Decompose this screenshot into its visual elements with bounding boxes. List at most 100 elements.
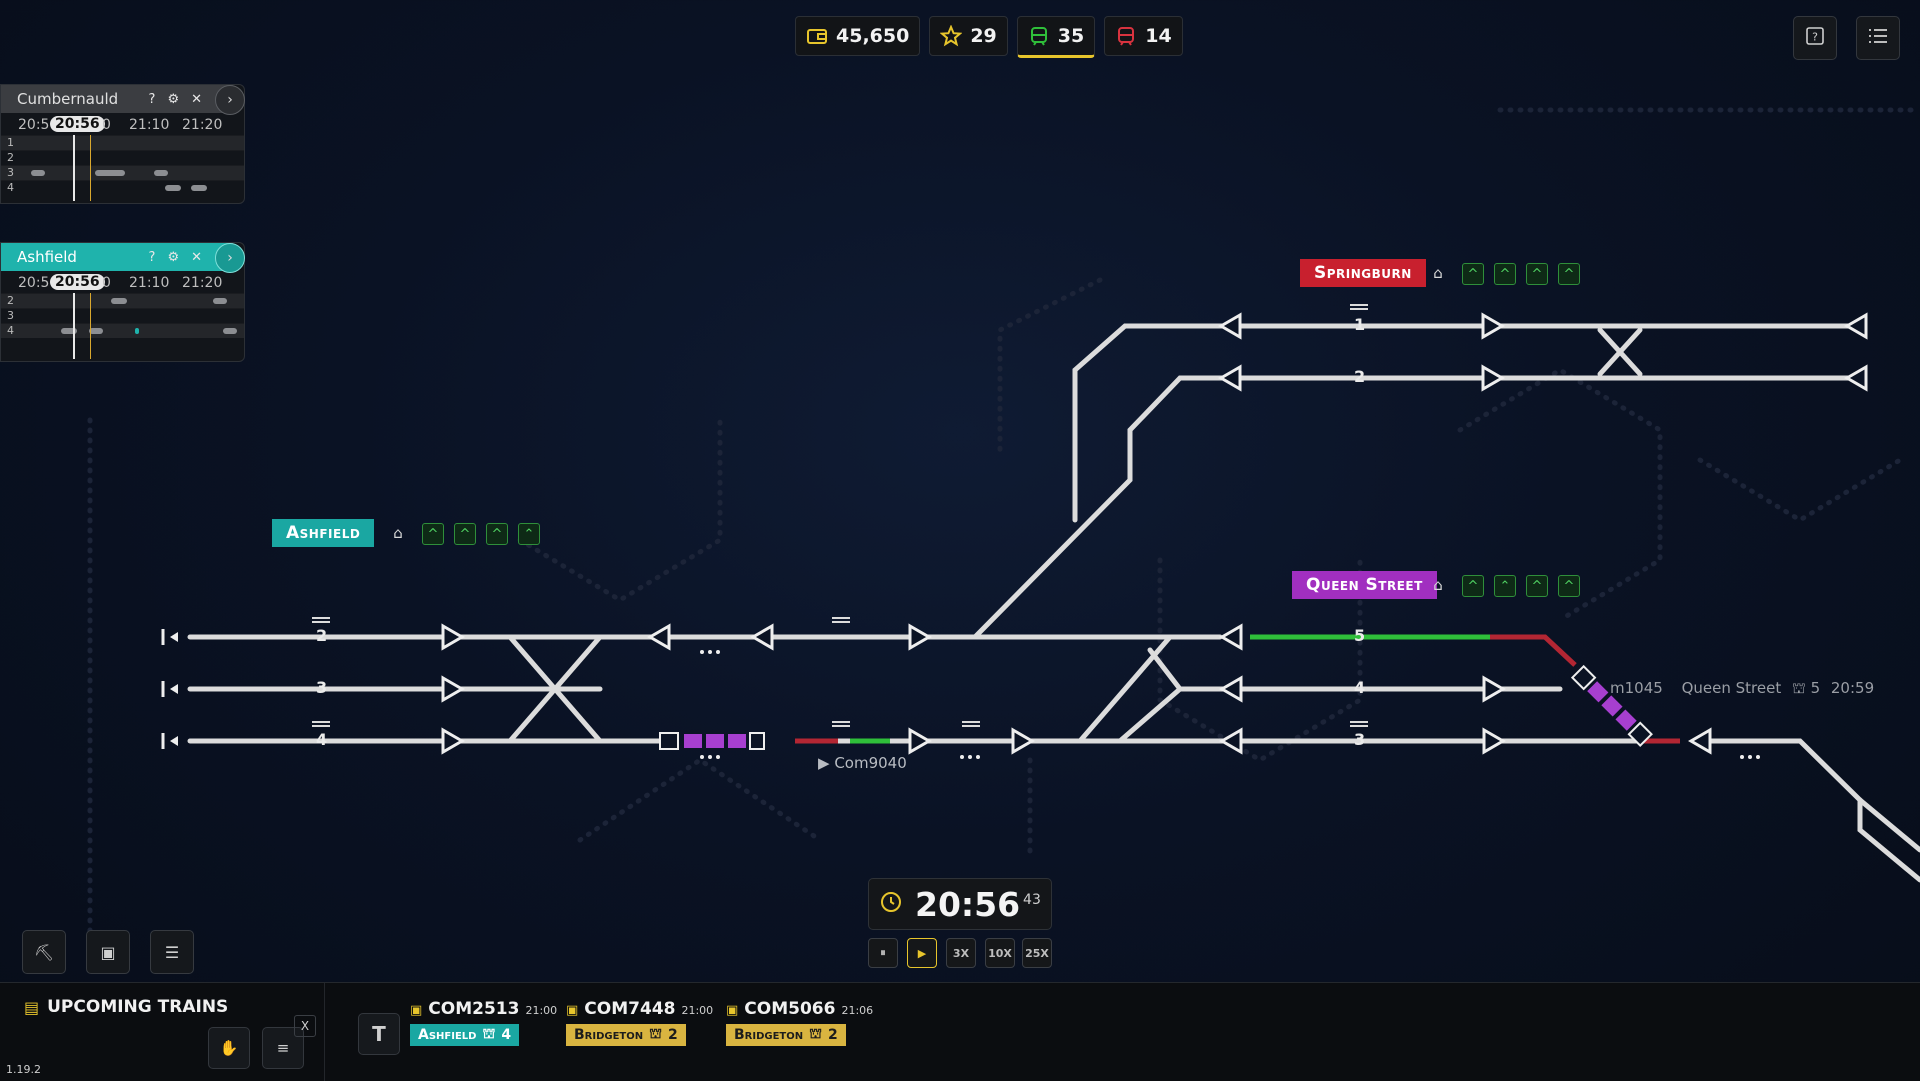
chip-icon: ▣ — [100, 942, 116, 962]
platform-icon: ⛫ — [1791, 679, 1806, 697]
pause-button[interactable]: ⏸ — [868, 938, 898, 968]
time-scale: 20:5 20:56 0 21:10 21:20 — [18, 274, 223, 291]
time-mark — [90, 135, 91, 201]
train-red-icon — [1115, 25, 1137, 47]
chevron-up-icon[interactable]: ^ — [1526, 263, 1548, 285]
platform-row: 2 — [1, 293, 244, 308]
double-chevron-up-icon[interactable]: ⌃ — [518, 523, 540, 545]
train-green-icon — [1028, 25, 1050, 47]
time-cursor — [73, 293, 75, 359]
platform-icon: ⛫ — [649, 1026, 662, 1042]
clipboard-icon: ▤ — [24, 997, 40, 1017]
platform-number: 3 — [316, 678, 328, 697]
svg-text:?: ? — [1812, 30, 1818, 43]
stars-stat: 29 — [929, 16, 1008, 56]
platform-icon: ⛫ — [809, 1026, 822, 1042]
train-com1045[interactable] — [1570, 664, 1653, 747]
locate-button[interactable]: ✋ — [208, 1027, 250, 1069]
chevron-up-icon[interactable]: ^ — [1526, 575, 1548, 597]
hand-icon: ✋ — [219, 1039, 239, 1057]
settings-chip-button[interactable]: ▣ — [86, 930, 130, 974]
help-icon[interactable]: ? — [148, 249, 156, 265]
sliders-icon: ≡ — [276, 1039, 290, 1057]
train-com9040[interactable] — [659, 732, 765, 750]
document-icon: ☰ — [164, 942, 180, 962]
build-mode-button[interactable]: ⛏ — [22, 930, 66, 974]
platform-number: 1 — [1354, 315, 1366, 334]
upcoming-trains-header: ▤ Upcoming Trains — [24, 997, 229, 1017]
speed-25x-button[interactable]: 25X — [1022, 938, 1052, 968]
panel-header[interactable]: Ashfield ? ⚙ ✕ › — [1, 243, 245, 273]
platform-row: 1 — [1, 135, 244, 150]
platform-rows: 1 2 3 4 — [1, 135, 244, 195]
gear-icon[interactable]: ⚙ — [167, 91, 180, 107]
clock-time: 20:56 — [915, 884, 1021, 924]
train-label-com9040[interactable]: ▶ Com9040 — [818, 754, 907, 772]
platform-number: 5 — [1354, 626, 1366, 645]
late-trains-stat: 14 — [1104, 16, 1183, 56]
depot-icon[interactable]: ⌂ — [1433, 576, 1443, 594]
chevron-up-icon[interactable]: ^ — [422, 523, 444, 545]
speed-3x-button[interactable]: 3X — [946, 938, 976, 968]
chevron-up-icon[interactable]: ^ — [1462, 575, 1484, 597]
chevron-up-icon[interactable]: ^ — [1558, 263, 1580, 285]
gear-icon[interactable]: ⚙ — [167, 249, 180, 265]
double-chevron-up-icon[interactable]: ⌃ — [1494, 575, 1516, 597]
upcoming-trains-bar: ▤ Upcoming Trains ✋ ≡ X 1.19.2 T ▣COM251… — [0, 982, 1920, 1081]
timetable-panel-ashfield: Ashfield ? ⚙ ✕ › 20:5 20:56 0 21:10 21:2… — [0, 242, 245, 362]
platform-row: 3 — [1, 308, 244, 323]
play-icon: ▶ — [818, 754, 830, 772]
platform-row: 4 — [1, 323, 244, 338]
star-icon — [939, 24, 963, 47]
current-time: 20:56 — [50, 116, 105, 132]
station-label-queen-street[interactable]: Queen Street — [1292, 571, 1437, 599]
help-icon[interactable]: ? — [148, 91, 156, 107]
platform-number: 2 — [1354, 367, 1366, 386]
version-label: 1.19.2 — [6, 1063, 41, 1076]
chevron-up-icon[interactable]: ^ — [1494, 263, 1516, 285]
filter-button[interactable]: ≡ — [262, 1027, 304, 1069]
platform-row: 3 — [1, 165, 244, 180]
stars-value: 29 — [970, 25, 997, 47]
station-label-springburn[interactable]: Springburn — [1300, 259, 1426, 287]
play-button[interactable]: ▶ — [907, 938, 937, 968]
chevron-up-icon[interactable]: ^ — [454, 523, 476, 545]
current-time: 20:56 — [50, 274, 105, 290]
depot-icon[interactable]: ⌂ — [393, 524, 403, 542]
chevron-right-icon[interactable]: › — [215, 85, 245, 115]
platform-number: 2 — [316, 626, 328, 645]
chevron-up-icon[interactable]: ^ — [1558, 575, 1580, 597]
clock-seconds: 43 — [1023, 892, 1041, 908]
platform-rows: 2 3 4 — [1, 293, 244, 338]
platform-row: 4 — [1, 180, 244, 195]
time-mark — [90, 293, 91, 359]
menu-button[interactable] — [1856, 16, 1900, 60]
timetable-panel-cumbernauld: Cumbernauld ? ⚙ ✕ › 20:5 20:56 0 21:10 2… — [0, 84, 245, 204]
panel-header[interactable]: Cumbernauld ? ⚙ ✕ › — [1, 85, 245, 115]
close-icon[interactable]: ✕ — [191, 249, 202, 265]
filter-tag-button[interactable]: T — [358, 1013, 400, 1055]
list-icon — [1867, 26, 1889, 51]
chevron-up-icon[interactable]: ^ — [1462, 263, 1484, 285]
money-stat: 45,650 — [795, 16, 921, 56]
divider — [324, 983, 325, 1081]
help-button[interactable]: ? — [1793, 16, 1837, 60]
train-label-com1045[interactable]: m1045 Queen Street ⛫ 5 20:59 — [1610, 679, 1875, 697]
train-icon: ▣ — [410, 1003, 423, 1018]
platform-number: 4 — [1354, 678, 1366, 697]
platform-number: 3 — [1354, 730, 1366, 749]
chevron-right-icon[interactable]: › — [215, 243, 245, 273]
close-button[interactable]: X — [294, 1015, 316, 1037]
close-icon[interactable]: ✕ — [191, 91, 202, 107]
timetable-button[interactable]: ☰ — [150, 930, 194, 974]
platform-icon: ⛫ — [482, 1026, 496, 1042]
time-cursor — [73, 135, 75, 201]
station-label-ashfield[interactable]: Ashfield — [272, 519, 375, 547]
depot-icon[interactable]: ⌂ — [1433, 264, 1443, 282]
chevron-up-icon[interactable]: ^ — [486, 523, 508, 545]
speed-10x-button[interactable]: 10X — [985, 938, 1015, 968]
time-scale: 20:5 20:56 0 21:10 21:20 — [18, 116, 223, 133]
